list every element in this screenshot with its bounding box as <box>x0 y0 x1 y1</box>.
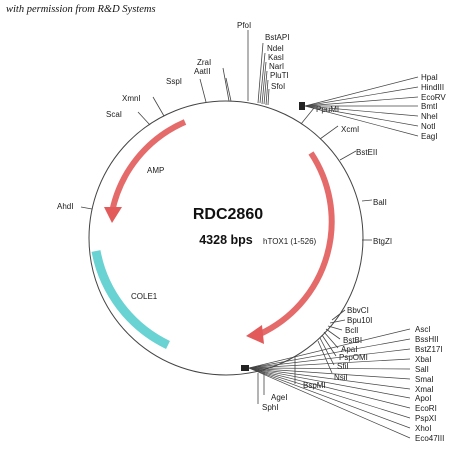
site-sfoi: SfoI <box>271 82 285 91</box>
amp-feature-arrow[interactable] <box>109 119 187 213</box>
mcs-bottom-apoi: ApoI <box>415 394 431 403</box>
site-agei: AgeI <box>271 393 287 402</box>
mcs-bottom-xmai: XmaI <box>415 385 434 394</box>
mcs-bottom-xbai: XbaI <box>415 355 431 364</box>
amp-arrowhead <box>104 207 122 223</box>
site-bsteii: BstEII <box>356 148 377 157</box>
site-ndei: NdeI <box>267 44 284 53</box>
site-xcmi: XcmI <box>341 125 359 134</box>
site-bali: BalI <box>373 198 387 207</box>
mcs-bottom-smai: SmaI <box>415 375 434 384</box>
site-bstapi: BstAPI <box>265 33 289 42</box>
site-zrai: ZraI <box>197 58 211 67</box>
site-bbvci: BbvCI <box>347 306 369 315</box>
mcs-bottom-bsshii: BssHII <box>415 335 439 344</box>
mcs-bottom-sali: SalI <box>415 365 429 374</box>
site-bpu10i: Bpu10I <box>347 316 372 325</box>
permission-credit: with permission from R&D Systems <box>6 4 156 15</box>
htox1-label: hTOX1 (1-526) <box>263 237 317 246</box>
site-sspi: SspI <box>166 77 182 86</box>
mcs-bottom-asci: AscI <box>415 325 431 334</box>
site-sphi: SphI <box>262 403 278 412</box>
site-ppumi: PpuMI <box>316 105 339 114</box>
plasmid-backbone <box>88 100 364 376</box>
mcs-top-hpai: HpaI <box>421 73 438 82</box>
htox1-feature-arrow[interactable] <box>258 151 335 337</box>
site-bspmi: BspMI <box>303 381 326 390</box>
mcs-top-eagi: EagI <box>421 132 437 141</box>
mcs-top-bmti: BmtI <box>421 102 437 111</box>
site-pluti: PluTI <box>270 71 289 80</box>
mcs-top-nhei: NheI <box>421 112 438 121</box>
site-kasi: KasI <box>268 53 284 62</box>
site-bcli: BclI <box>345 326 358 335</box>
site-bstbi: BstBI <box>343 336 362 345</box>
amp-label: AMP <box>147 166 164 175</box>
mcs-bottom-xhoi: XhoI <box>415 424 431 433</box>
site-apai: ApaI <box>341 345 357 354</box>
htox1-arrowhead <box>246 325 264 344</box>
mcs-bottom-cluster <box>241 365 249 371</box>
cole1-feature-arc <box>91 250 170 350</box>
mcs-bottom-eco47iii: Eco47III <box>415 434 444 443</box>
cole1-label: COLE1 <box>131 292 158 301</box>
site-xmni: XmnI <box>122 94 141 103</box>
mcs-top-hindiii: HindIII <box>421 83 444 92</box>
site-scai: ScaI <box>106 110 122 119</box>
site-pspomi: PspOMI <box>339 353 368 362</box>
site-btgzi: BtgZI <box>373 237 392 246</box>
site-nari: NarI <box>269 62 284 71</box>
mcs-bottom-pspxi: PspXI <box>415 414 436 423</box>
mcs-bottom-ecori: EcoRI <box>415 404 437 413</box>
mcs-top-cluster <box>299 102 305 110</box>
mcs-top-ecorv: EcoRV <box>421 93 446 102</box>
mcs-bottom-bstz17i: BstZ17I <box>415 345 443 354</box>
site-pfoi: PfoI <box>237 21 251 30</box>
site-sfii: SfiI <box>337 362 349 371</box>
site-ahdi: AhdI <box>57 202 73 211</box>
plasmid-name: RDC2860 <box>193 206 263 223</box>
site-aatii: AatII <box>194 67 210 76</box>
plasmid-size: 4328 bps <box>199 233 253 247</box>
mcs-top-noti: NotI <box>421 122 436 131</box>
site-nsii: NsiI <box>334 373 348 382</box>
